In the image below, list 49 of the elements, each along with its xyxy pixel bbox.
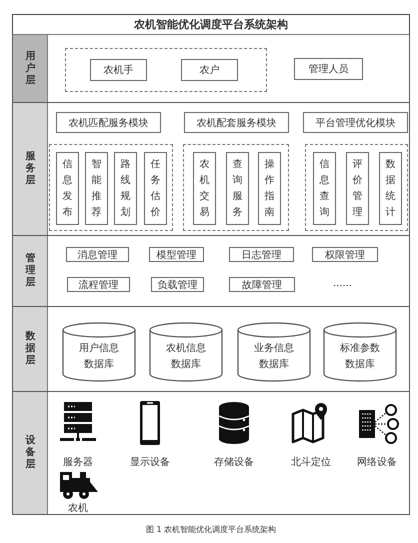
function-box: 任务估价 [144, 152, 167, 225]
module-box: 农机手 [90, 59, 147, 81]
module-box: 权限管理 [312, 247, 378, 262]
layer-band [12, 35, 410, 103]
function-box: 评价管理 [346, 152, 369, 225]
device-label: 存储设备 [213, 456, 255, 469]
ellipsis-label: ...... [333, 278, 352, 289]
module-box: 农户 [181, 59, 238, 81]
layer-label: 数据层 [25, 331, 36, 367]
layer-band [12, 236, 410, 307]
function-box: 路线规划 [114, 152, 137, 225]
module-box: 管理人员 [294, 58, 363, 80]
layer-label: 服务层 [25, 151, 36, 187]
function-box: 农机交易 [193, 152, 216, 225]
function-box: 信息查询 [313, 152, 336, 225]
layer-band [12, 307, 410, 392]
database-label: 业务信息数据库 [253, 342, 295, 372]
dashed-group [183, 144, 289, 231]
module-box: 故障管理 [229, 277, 295, 292]
layer-band [12, 392, 410, 515]
dashed-group [65, 48, 267, 92]
database-label: 用户信息数据库 [78, 342, 120, 372]
layer-label: 设备层 [25, 435, 36, 471]
module-box: 平台管理优化模块 [303, 112, 408, 133]
layer-label: 用户层 [25, 50, 36, 86]
function-box: 查询服务 [226, 152, 249, 225]
module-box: 模型管理 [149, 247, 204, 262]
device-label: 服务器 [62, 456, 94, 469]
module-box: 消息管理 [66, 247, 129, 262]
dashed-group [49, 144, 173, 231]
function-box: 数据统计 [379, 152, 402, 225]
dashed-group [305, 144, 408, 231]
device-label: 显示设备 [129, 456, 171, 469]
layer-label: 管理层 [25, 253, 36, 289]
module-box: 负载管理 [151, 277, 204, 292]
layer-band [12, 103, 410, 236]
device-label: 农机 [67, 502, 89, 515]
module-box: 日志管理 [229, 247, 294, 262]
function-box: 操作指南 [258, 152, 281, 225]
database-label: 农机信息数据库 [165, 342, 207, 372]
module-box: 流程管理 [67, 277, 130, 292]
database-label: 标准参数数据库 [339, 342, 381, 372]
function-box: 智能推荐 [85, 152, 108, 225]
function-box: 信息发布 [56, 152, 79, 225]
module-box: 农机配套服务模块 [184, 112, 289, 133]
figure-caption: 图 1 农机智能优化调度平台系统架构 [144, 524, 278, 536]
device-label: 北斗定位 [290, 456, 332, 469]
module-box: 农机匹配服务模块 [56, 112, 161, 133]
device-label: 网络设备 [356, 456, 398, 469]
